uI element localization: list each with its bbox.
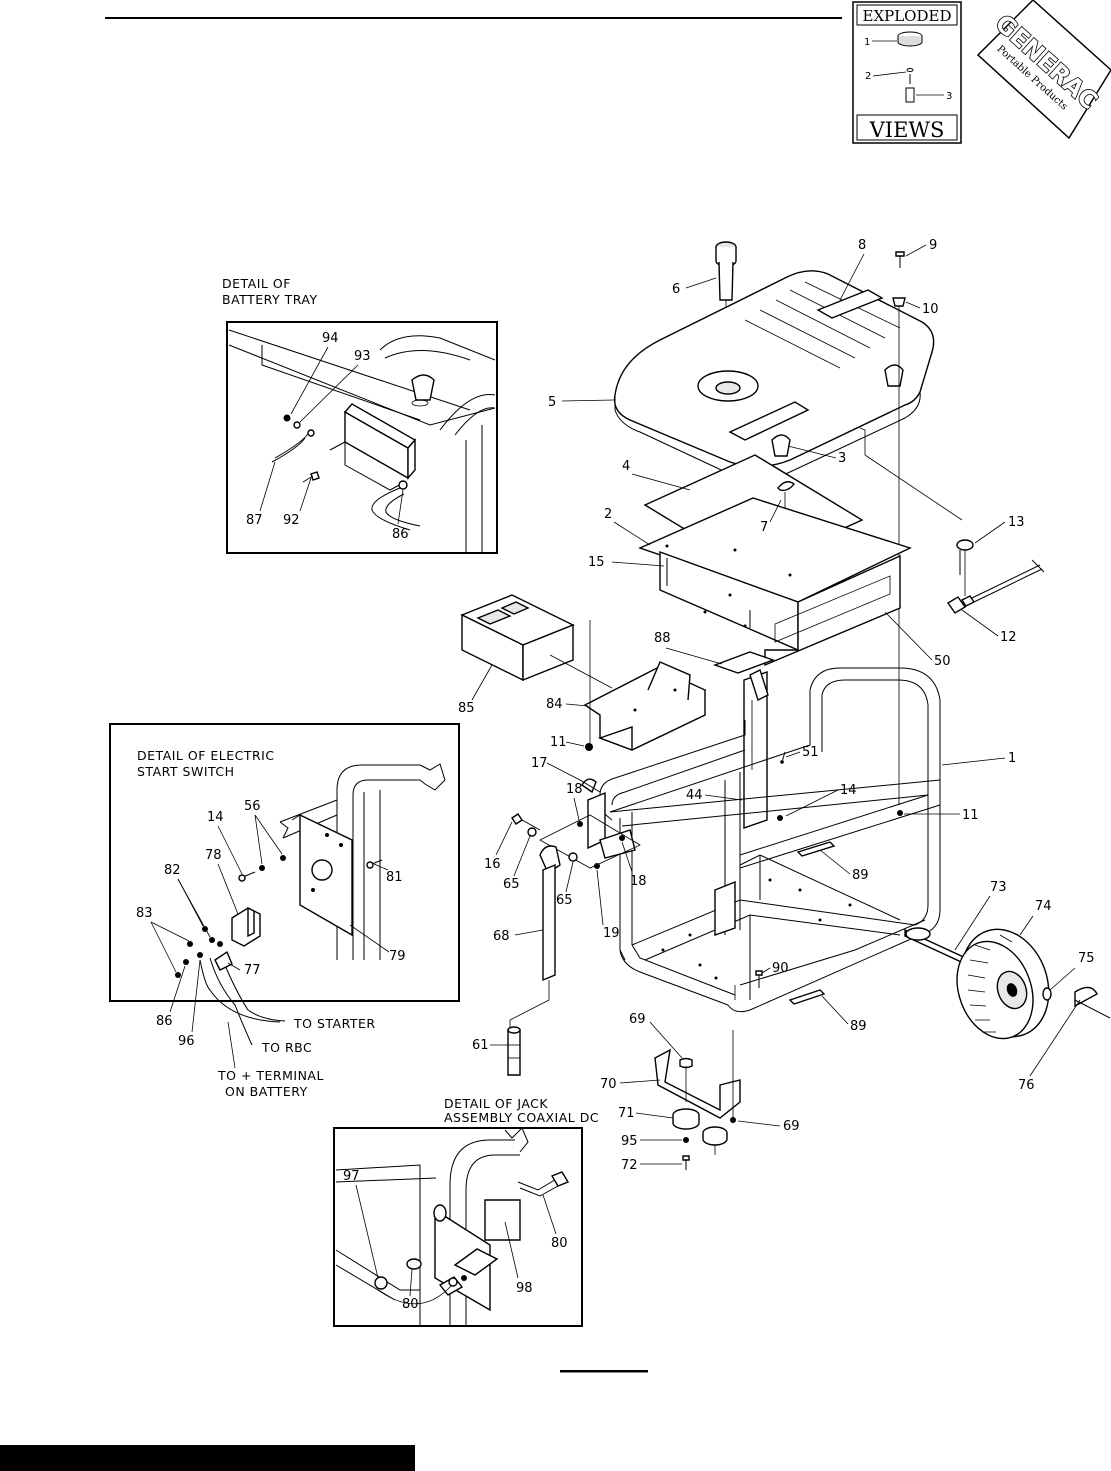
callout-86b: 86	[156, 1014, 173, 1029]
exploded-views-badge: EXPLODED VIEWS 1 2 3	[852, 1, 962, 144]
fuel-gauge-part	[715, 241, 737, 375]
callout-95: 95	[621, 1134, 638, 1149]
callout-83: 83	[136, 906, 153, 921]
callout-86: 86	[392, 527, 409, 542]
callout-81: 81	[386, 870, 403, 885]
callout-90: 90	[772, 961, 789, 976]
note-on-battery: ON BATTERY	[225, 1084, 308, 1099]
callout-56: 56	[244, 799, 261, 814]
callout-87: 87	[246, 513, 263, 528]
callout-79: 79	[389, 949, 406, 964]
callout-4: 4	[622, 459, 630, 474]
callout-9: 9	[929, 238, 937, 253]
callout-16: 16	[484, 857, 501, 872]
callout-82: 82	[164, 863, 181, 878]
callout-80b: 80	[402, 1297, 419, 1312]
jack-assembly-detail: DETAIL OF JACK ASSEMBLY COAXIAL DC 97 80	[333, 1096, 599, 1327]
callout-18: 18	[566, 782, 583, 797]
callout-8: 8	[858, 238, 866, 253]
callout-11b: 11	[962, 808, 979, 823]
start-detail-title: DETAIL OF ELECTRIC	[137, 748, 275, 763]
badge-top-text: EXPLODED	[863, 7, 952, 25]
callout-75: 75	[1078, 951, 1095, 966]
badge-callout: 1	[864, 37, 870, 48]
callout-65b: 65	[556, 893, 573, 908]
callout-89b: 89	[850, 1019, 867, 1034]
generac-logo: GENERAC Portable Products	[976, 0, 1111, 140]
callout-85: 85	[458, 701, 475, 716]
callout-80: 80	[551, 1236, 568, 1251]
callout-97: 97	[343, 1169, 360, 1184]
callout-6: 6	[672, 282, 680, 297]
callout-44: 44	[686, 788, 703, 803]
battery-tray-detail: DETAIL OF BATTERY TRAY 94 93	[222, 276, 498, 554]
callout-73: 73	[990, 880, 1007, 895]
callout-76: 76	[1018, 1078, 1035, 1093]
battery-detail-subtitle: BATTERY TRAY	[222, 292, 318, 307]
callout-72: 72	[621, 1158, 638, 1173]
callout-92: 92	[283, 513, 300, 528]
battery-detail-title: DETAIL OF	[222, 276, 291, 291]
callout-50: 50	[934, 654, 951, 669]
callout-1: 1	[1008, 751, 1016, 766]
callout-61: 61	[472, 1038, 489, 1053]
callout-71: 71	[618, 1106, 635, 1121]
wheel-part	[956, 928, 1050, 1040]
callout-68: 68	[493, 929, 510, 944]
note-to-starter: TO STARTER	[293, 1016, 376, 1031]
jack-detail-title: DETAIL OF JACK	[444, 1096, 548, 1111]
callout-65: 65	[503, 877, 520, 892]
callout-74: 74	[1035, 899, 1052, 914]
badge-callout: 3	[946, 91, 952, 102]
footer-bar	[0, 1445, 415, 1471]
callout-88: 88	[654, 631, 671, 646]
electric-start-detail: DETAIL OF ELECTRIC START SWITCH	[109, 723, 460, 1099]
callout-10: 10	[922, 302, 939, 317]
callout-69: 69	[629, 1012, 646, 1027]
start-detail-subtitle: START SWITCH	[137, 764, 235, 779]
callout-70: 70	[600, 1077, 617, 1092]
callout-14b: 14	[840, 783, 857, 798]
callout-12: 12	[1000, 630, 1017, 645]
callout-78: 78	[205, 848, 222, 863]
callout-51: 51	[802, 745, 819, 760]
callout-77: 77	[244, 963, 261, 978]
callout-93: 93	[354, 349, 371, 364]
badge-bolt-icon	[905, 87, 915, 103]
fuel-tank-part	[613, 270, 935, 481]
callout-19: 19	[603, 926, 620, 941]
callout-17: 17	[531, 756, 548, 771]
frame-part	[587, 667, 941, 1013]
note-to-rbc: TO RBC	[261, 1040, 312, 1055]
callout-96: 96	[178, 1034, 195, 1049]
callout-13: 13	[1008, 515, 1025, 530]
callout-7: 7	[760, 520, 768, 535]
callout-98: 98	[516, 1281, 533, 1296]
jack-detail-subtitle: ASSEMBLY COAXIAL DC	[444, 1110, 599, 1125]
page-mark	[560, 1370, 648, 1373]
callout-18b: 18	[630, 874, 647, 889]
callout-11: 11	[550, 735, 567, 750]
callout-89: 89	[852, 868, 869, 883]
callout-5: 5	[548, 395, 556, 410]
callout-14: 14	[207, 810, 224, 825]
badge-bottom-text: VIEWS	[869, 118, 945, 142]
callout-69b: 69	[783, 1119, 800, 1134]
callout-15: 15	[588, 555, 605, 570]
callout-2: 2	[604, 507, 612, 522]
callout-3: 3	[838, 451, 846, 466]
main-assembly: 8 9 6 10 5 3 4 7 2 13 15 12 50 88 85 84 …	[458, 238, 1111, 1173]
callout-94: 94	[322, 331, 339, 346]
badge-callout: 2	[865, 71, 871, 82]
callout-84: 84	[546, 697, 563, 712]
battery-part	[460, 594, 613, 689]
note-to-terminal: TO + TERMINAL	[217, 1068, 324, 1083]
